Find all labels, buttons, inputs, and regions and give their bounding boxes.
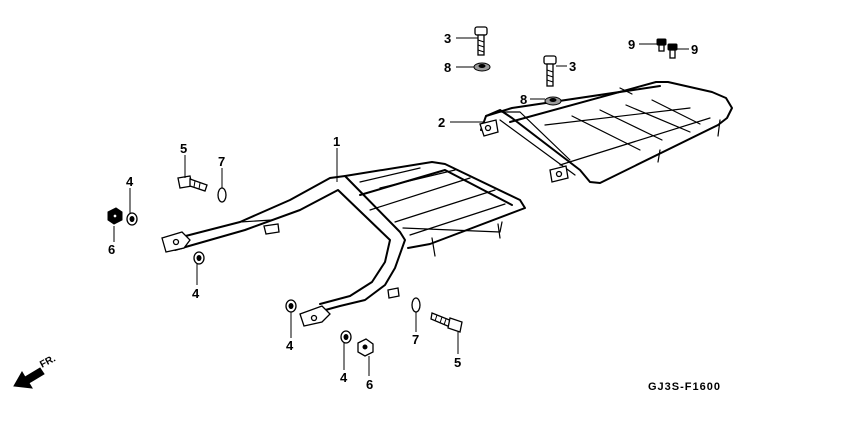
callout-7-right: 7 (412, 332, 419, 347)
callout-4-left: 4 (126, 174, 134, 189)
callout-9-left: 9 (628, 37, 635, 52)
callout-6-bottom: 6 (366, 377, 373, 392)
washer-7-left (217, 187, 227, 203)
callout-3-lower: 3 (569, 59, 576, 74)
callout-7-left: 7 (218, 154, 225, 169)
washer-4-bottom (340, 330, 352, 344)
callout-2: 2 (438, 115, 445, 130)
screw-9-right (667, 43, 678, 59)
callout-9-right: 9 (691, 42, 698, 57)
callout-4-bottom: 4 (340, 370, 348, 385)
nut-6-bottom (357, 338, 374, 357)
washer-4-lower-mount (285, 299, 297, 313)
callout-3-upper: 3 (444, 31, 451, 46)
screw-9-left (656, 38, 667, 52)
callout-4-center-left: 4 (192, 286, 200, 301)
arrow-down-left-icon (13, 367, 45, 389)
callout-6-left: 6 (108, 242, 115, 257)
callout-labels: 1 2 3 3 4 4 4 4 5 5 6 6 7 7 8 8 9 9 (108, 31, 698, 392)
bolt-3-lower (543, 55, 557, 87)
bolt-5-right (430, 312, 463, 333)
front-carrier (161, 161, 526, 327)
front-direction-indicator: FR. (13, 353, 58, 389)
washer-4-center-left (193, 251, 205, 265)
washer-7-right (411, 297, 421, 313)
washer-4-left (126, 212, 138, 226)
callout-5-right: 5 (454, 355, 461, 370)
diagram-code: GJ3S-F1600 (648, 381, 721, 393)
rear-carrier (479, 81, 733, 184)
bolt-3-upper (474, 26, 488, 56)
callout-8-lower: 8 (520, 92, 527, 107)
callout-1: 1 (333, 134, 340, 149)
callout-5-left: 5 (180, 141, 187, 156)
direction-label: FR. (38, 353, 58, 370)
bolt-5-left (177, 175, 208, 192)
washer-8-upper (473, 62, 491, 72)
nut-6-left (107, 207, 123, 225)
callout-8-upper: 8 (444, 60, 451, 75)
washer-8-lower (544, 96, 562, 106)
leader-lines (113, 37, 689, 376)
callout-4-lower-mount: 4 (286, 338, 294, 353)
